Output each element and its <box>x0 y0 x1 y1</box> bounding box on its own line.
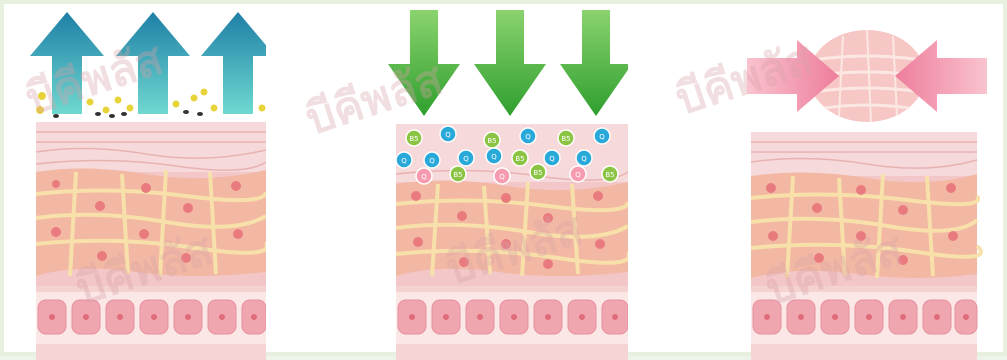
particle-label: B5 <box>453 171 462 179</box>
particle-label: B5 <box>605 171 614 179</box>
particle-label: Q <box>421 173 427 181</box>
particle-label: B5 <box>561 135 570 143</box>
up-arrow-icon <box>201 12 266 114</box>
down-arrow-icon <box>474 10 546 116</box>
cleansing-illustration <box>26 4 266 360</box>
down-arrow-icon <box>388 10 460 116</box>
particle-label: Q <box>445 131 451 139</box>
particle-label: Q <box>525 133 531 141</box>
particle-label: Q <box>491 153 497 161</box>
particle-label: Q <box>581 155 587 163</box>
skin-layers <box>36 122 266 360</box>
particle-label: Q <box>575 171 581 179</box>
particle-label: Q <box>549 155 555 163</box>
particle-label: Q <box>499 173 505 181</box>
particle-label: Q <box>401 157 407 165</box>
particle-label: Q <box>463 155 469 163</box>
cleansing-panel <box>26 4 266 360</box>
skin-layers <box>751 132 981 360</box>
particle-label: B5 <box>409 135 418 143</box>
up-arrow-icon <box>116 12 190 114</box>
firming-panel <box>747 4 987 360</box>
particle-label: Q <box>599 133 605 141</box>
firming-illustration <box>747 4 987 360</box>
down-arrow-icon <box>560 10 628 116</box>
particle-label: B5 <box>515 155 524 163</box>
particle-label: B5 <box>533 169 542 177</box>
particle-label: B5 <box>487 137 496 145</box>
particle-label: Q <box>429 157 435 165</box>
